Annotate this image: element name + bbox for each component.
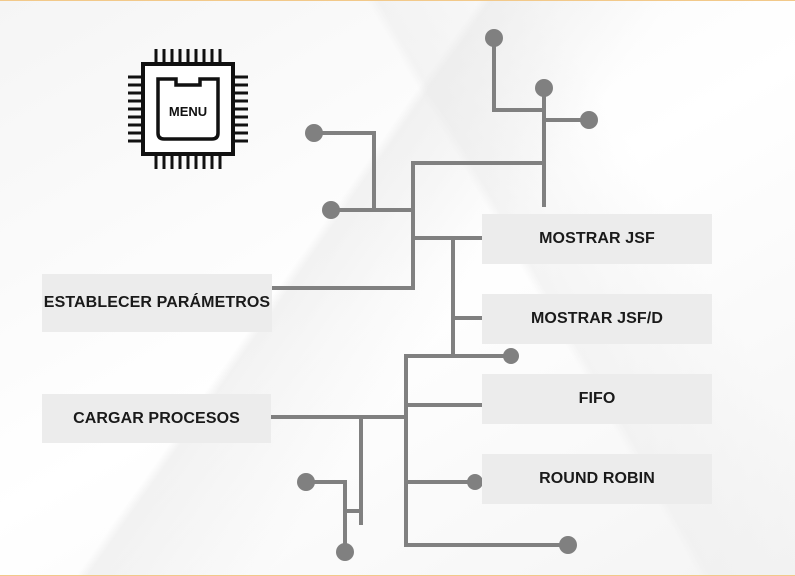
connector-node [322, 201, 340, 219]
mostrar-jsfd-button[interactable]: MOSTRAR JSF/D [482, 294, 712, 344]
connector-node [503, 348, 519, 364]
establecer-parametros-label: ESTABLECER PARÁMETROS [43, 294, 271, 311]
fifo-label: FIFO [578, 390, 616, 407]
connector-node [336, 543, 354, 561]
connector-node [467, 474, 483, 490]
connector-node [535, 79, 553, 97]
cargar-procesos-button[interactable]: CARGAR PROCESOS [42, 394, 271, 443]
mostrar-jsfd-label: MOSTRAR JSF/D [531, 310, 663, 327]
connector-node [580, 111, 598, 129]
cargar-procesos-label: CARGAR PROCESOS [73, 409, 240, 427]
round-robin-button[interactable]: ROUND ROBIN [482, 454, 712, 504]
connector-node [485, 29, 503, 47]
mostrar-jsf-button[interactable]: MOSTRAR JSF [482, 214, 712, 264]
connector-node [559, 536, 577, 554]
cpu-chip-icon[interactable]: MENU [124, 45, 252, 173]
menu-label: MENU [168, 103, 208, 119]
mostrar-jsf-label: MOSTRAR JSF [539, 230, 655, 247]
fifo-button[interactable]: FIFO [482, 374, 712, 424]
establecer-parametros-button[interactable]: ESTABLECER PARÁMETROS [42, 274, 272, 332]
connector-node [297, 473, 315, 491]
round-robin-label: ROUND ROBIN [539, 470, 655, 487]
connector-node [305, 124, 323, 142]
